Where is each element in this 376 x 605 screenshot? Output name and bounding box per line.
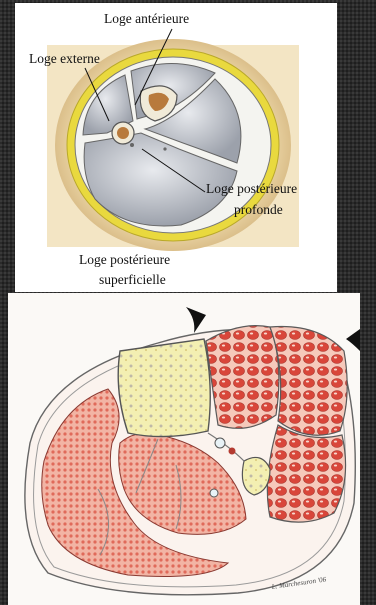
vessel-dot [130, 143, 134, 147]
compartment-diagram-panel: Loge antérieure Loge externe Loge postér… [15, 3, 337, 292]
muscle-peroneal [267, 425, 345, 522]
label-loge-externe: Loge externe [29, 51, 100, 67]
cross-section-illustration: L. Marchesuron '06 [8, 293, 360, 605]
fibula-marrow [117, 127, 129, 139]
muscle-tibialis-anterior [206, 326, 279, 429]
muscle-extensor [270, 327, 347, 436]
arrowhead-marker [346, 329, 360, 351]
label-loge-posterieure-superficielle-1: Loge postérieure [79, 252, 170, 268]
artery-anterior [229, 448, 236, 455]
label-loge-anterieure: Loge antérieure [104, 11, 189, 27]
cross-section-panel: L. Marchesuron '06 [8, 293, 360, 605]
vessel-dot [163, 147, 166, 150]
label-loge-posterieure-profonde-2: profonde [234, 202, 283, 218]
arrowhead-marker [186, 307, 206, 333]
label-loge-posterieure-profonde-1: Loge postérieure [206, 181, 297, 197]
label-loge-posterieure-superficielle-2: superficielle [99, 272, 166, 288]
compartment-illustration [15, 3, 337, 292]
vessel-anterior [215, 438, 225, 448]
vessel-posterior [210, 489, 218, 497]
tibia-section [118, 339, 210, 437]
